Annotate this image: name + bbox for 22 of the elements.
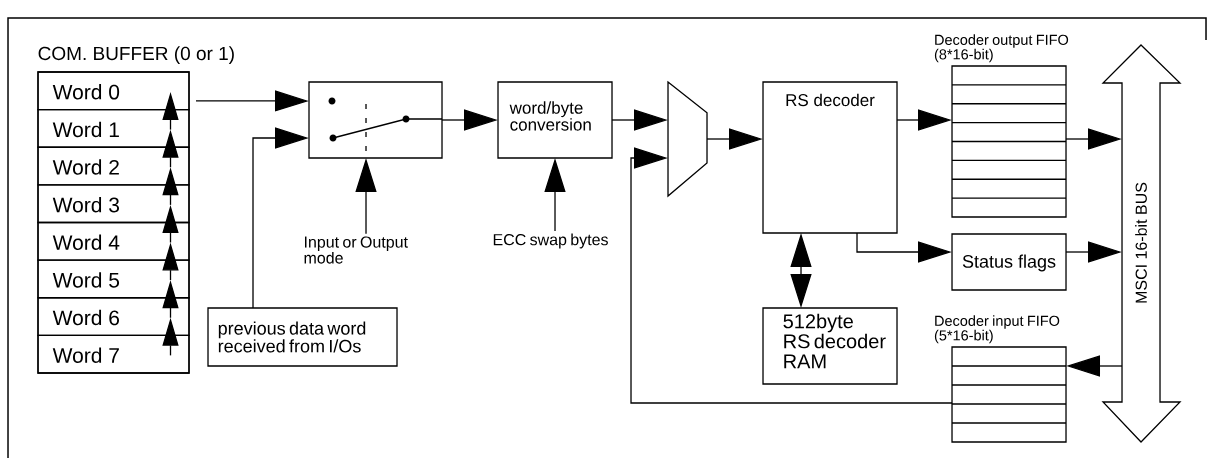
node-label: Decoder input FIFO (5*16-bit) xyxy=(934,315,1060,344)
node-label: Decoder output FIFO (8*16-bit) xyxy=(934,34,1069,63)
register-cell: Word 5 xyxy=(37,259,190,299)
decoder-box: RS decoder xyxy=(762,81,898,234)
register-cell: Word 6 xyxy=(37,297,190,337)
arrow xyxy=(630,147,953,404)
control-label: Input or Output mode xyxy=(304,236,408,264)
register-cell: Word 1 xyxy=(37,108,190,148)
fifo-stack: Decoder input FIFO (5*16-bit) xyxy=(934,315,1067,443)
register-cell: Word 4 xyxy=(37,221,190,261)
register-cell: Word 7 xyxy=(37,334,190,374)
fifo-stack: Decoder output FIFO (8*16-bit) xyxy=(934,34,1069,218)
register-cell: Word 2 xyxy=(37,146,190,186)
process-box: previous data word received from I/Os xyxy=(207,307,398,367)
memory-box: 512byte RS decoder RAM xyxy=(762,307,898,385)
control-label: ECC swap bytes xyxy=(493,233,608,249)
process-box: word/byte conversion xyxy=(497,81,613,159)
switch-box xyxy=(308,81,443,159)
register-cell: Word 0 xyxy=(37,71,190,111)
register-cell: Word 3 xyxy=(37,184,190,224)
process-box: Status flags xyxy=(951,233,1067,291)
node-label: COM. BUFFER (0 or 1) xyxy=(38,46,234,64)
